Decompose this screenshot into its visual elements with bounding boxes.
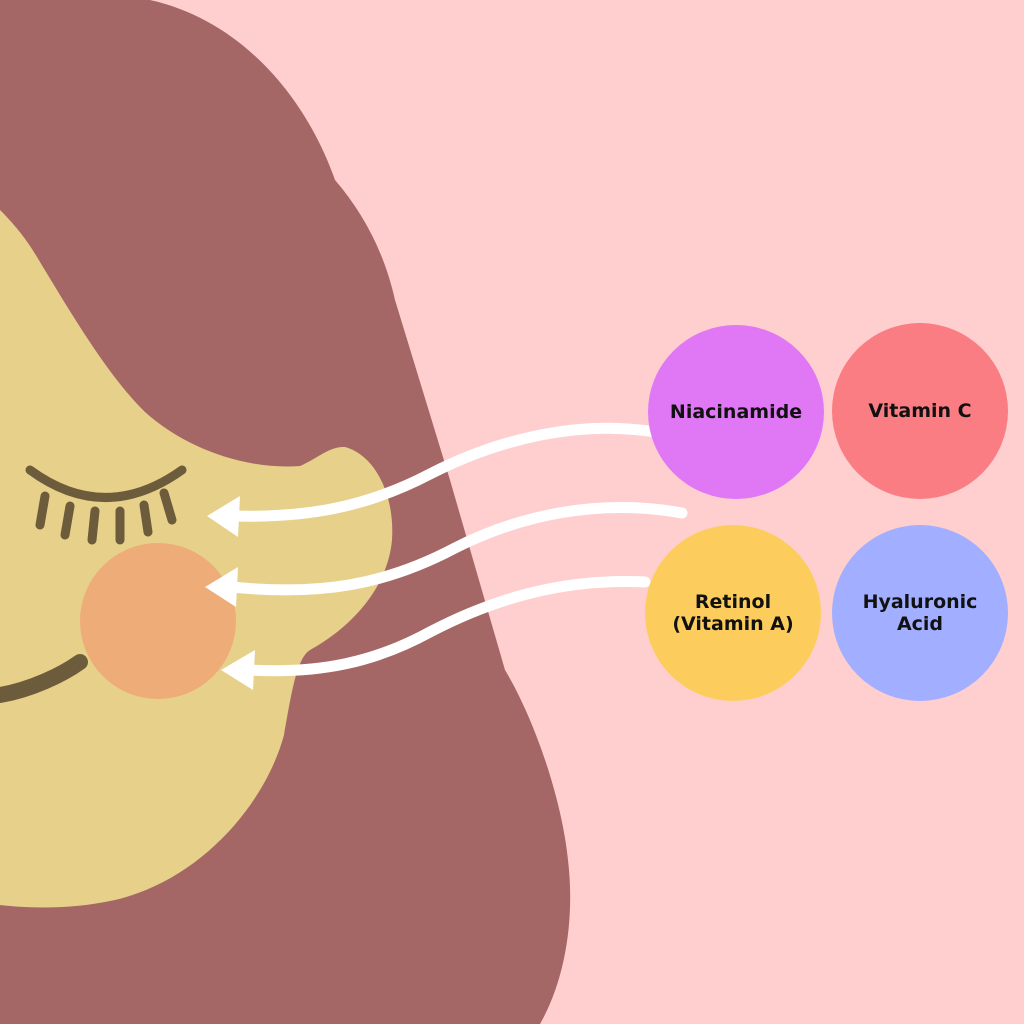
ingredient-bubble-retinol: Retinol (Vitamin A) bbox=[645, 525, 821, 701]
arrow-niacinamide bbox=[226, 422, 661, 522]
ingredient-label-retinol: Retinol (Vitamin A) bbox=[672, 591, 794, 635]
ingredient-bubble-hyaluronic-acid: Hyaluronic Acid bbox=[832, 525, 1008, 701]
arrowhead-2 bbox=[205, 567, 238, 607]
arrow-retinol-lower bbox=[244, 576, 651, 677]
cheek-blush bbox=[80, 543, 236, 699]
ingredient-label-niacinamide: Niacinamide bbox=[669, 401, 803, 423]
ingredient-bubble-vitamin-c: Vitamin C bbox=[832, 323, 1008, 499]
absorption-arrows bbox=[226, 422, 688, 677]
arrowheads bbox=[205, 496, 255, 690]
ingredient-label-hyaluronic-acid: Hyaluronic Acid bbox=[862, 591, 978, 635]
arrowhead-1 bbox=[207, 496, 240, 537]
ingredient-label-vitamin-c: Vitamin C bbox=[868, 400, 972, 422]
arrow-retinol-upper bbox=[226, 502, 688, 596]
closed-eye bbox=[25, 465, 187, 545]
ingredient-bubble-niacinamide: Niacinamide bbox=[648, 325, 824, 499]
smile bbox=[0, 654, 88, 703]
arrowhead-3 bbox=[221, 650, 255, 690]
